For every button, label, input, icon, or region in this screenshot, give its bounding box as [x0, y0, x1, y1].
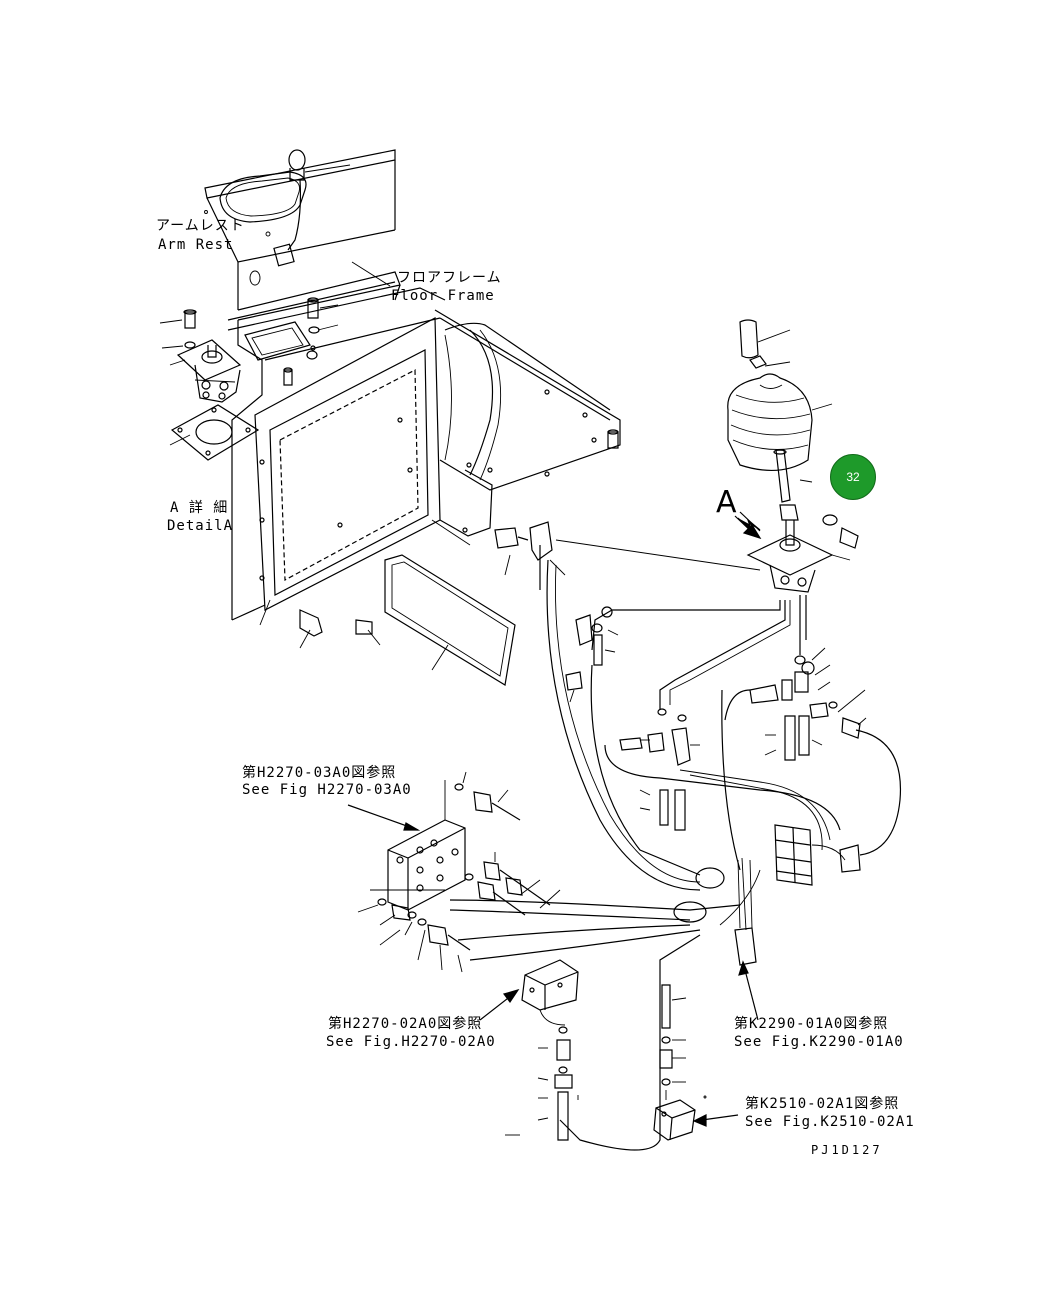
bolts-drawing: [259, 521, 566, 649]
floor-frame-label-jp: フロアフレーム: [397, 270, 502, 286]
ref-h2270-03a0-jp: 第H2270-03A0図参照: [242, 765, 397, 781]
ref-h2270-02a0-jp: 第H2270-02A0図参照: [328, 1016, 483, 1032]
arm-rest-label-en: Arm Rest: [158, 237, 234, 253]
cover-plate-drawing: [384, 554, 516, 686]
floor-frame-label-en: Floor Frame: [391, 288, 495, 304]
drawing-number: PJ1D127: [811, 1143, 883, 1157]
hoses-drawing: [307, 297, 902, 1151]
ref-k2290-01a0-en: See Fig.K2290-01A0: [734, 1034, 904, 1050]
view-a-label: A: [716, 485, 738, 520]
ref-h2270-02a0-en: See Fig.H2270-02A0: [326, 1034, 496, 1050]
part-hotspot-32[interactable]: 32: [830, 454, 876, 500]
ref-k2290-01a0-jp: 第K2290-01A0図参照: [734, 1016, 889, 1032]
lever-assembly-drawing: [727, 319, 859, 593]
arm-rest-drawing: [204, 149, 396, 310]
ref-h2270-03a0-en: See Fig H2270-03A0: [242, 782, 412, 798]
detail-a-label-en: DetailA: [167, 518, 234, 534]
ref-k2510-02a1-en: See Fig.K2510-02A1: [745, 1114, 915, 1130]
detail-a-drawing: [159, 309, 260, 461]
ref-k2510-02a1-jp: 第K2510-02A1図参照: [745, 1096, 900, 1112]
floor-frame-drawing: [227, 261, 621, 621]
arm-rest-label-jp: アームレスト: [156, 218, 245, 234]
detail-a-label-jp: A 詳 細: [170, 500, 229, 516]
